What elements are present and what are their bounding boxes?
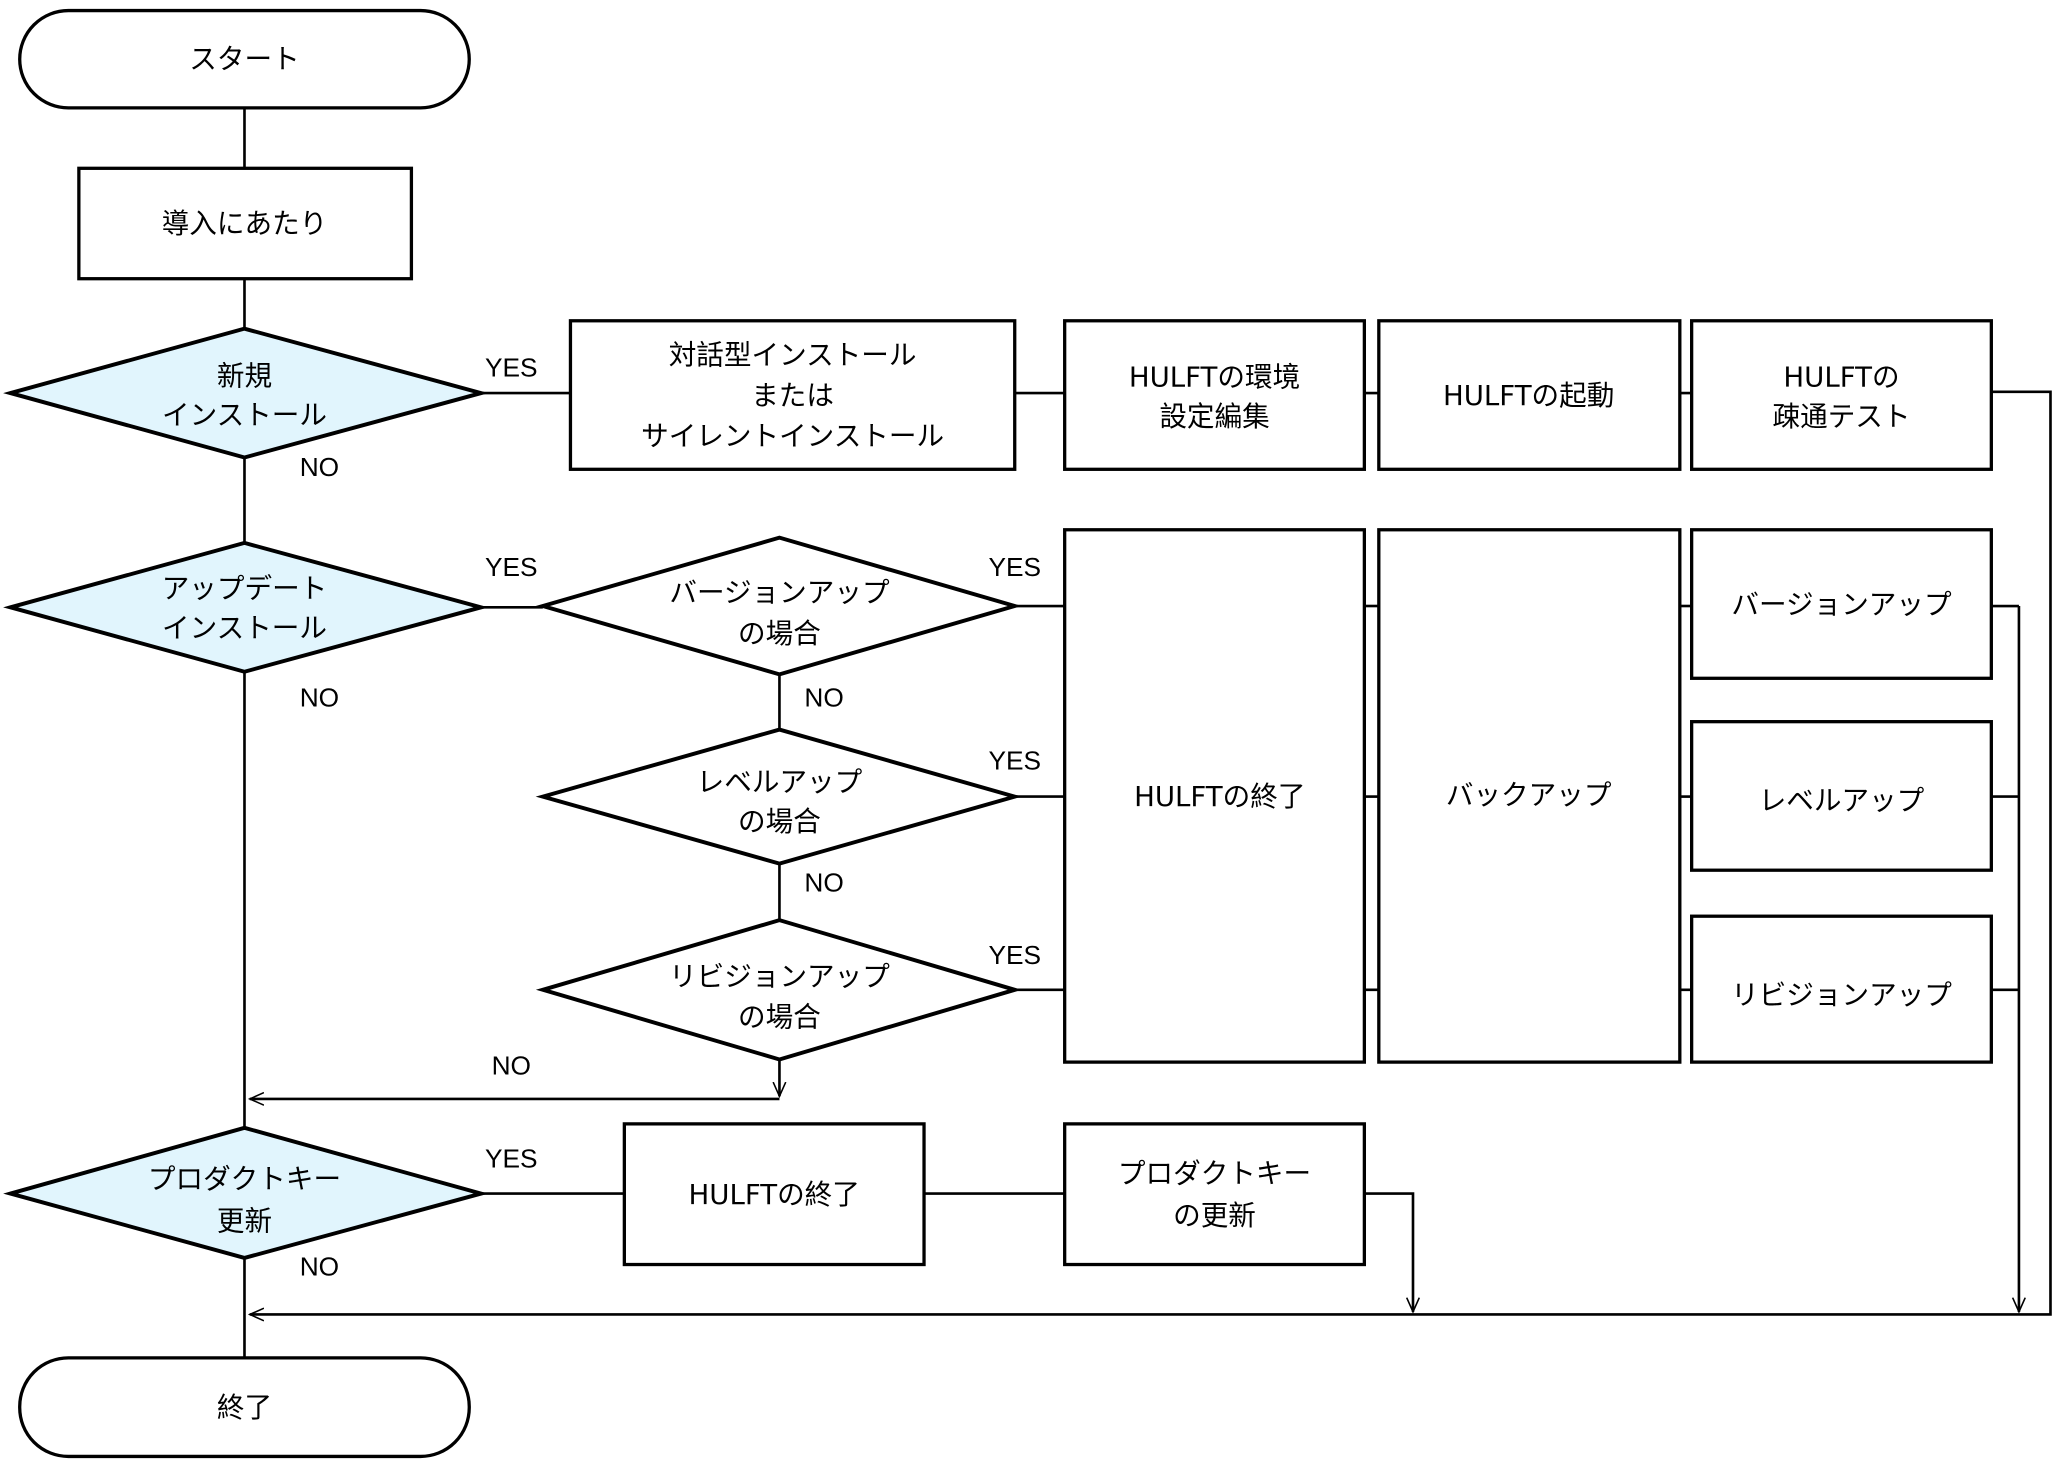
- svg-text:対話型インストール: 対話型インストール: [669, 338, 917, 371]
- yes-label: YES: [485, 1144, 538, 1174]
- svg-text:HULFTの終了: HULFTの終了: [1134, 780, 1305, 813]
- no-label: NO: [804, 682, 843, 712]
- svg-text:更新: 更新: [217, 1204, 272, 1237]
- intro-box: 導入にあたり: [77, 166, 414, 281]
- svg-text:終了: 終了: [217, 1391, 272, 1424]
- svg-text:設定編集: 設定編集: [1159, 400, 1269, 433]
- version-up-decision: バージョンアップ の場合: [535, 535, 1022, 677]
- update-install-decision: アップデート インストール: [3, 540, 489, 674]
- svg-text:プロダクトキー: プロダクトキー: [1118, 1157, 1311, 1190]
- revision-up-decision: リビジョンアップ の場合: [535, 918, 1022, 1062]
- svg-text:HULFTの: HULFTの: [1783, 361, 1899, 394]
- yes-label: YES: [485, 552, 538, 582]
- svg-text:バージョンアップ: バージョンアップ: [1731, 588, 1952, 621]
- svg-text:アップデート: アップデート: [162, 572, 328, 605]
- yes-label: YES: [485, 352, 538, 382]
- svg-text:導入にあたり: 導入にあたり: [162, 207, 328, 240]
- svg-text:HULFTの環境: HULFTの環境: [1129, 361, 1300, 394]
- connectors: [243, 107, 2052, 1358]
- no-label: NO: [804, 868, 843, 898]
- product-key-renew-box: プロダクトキー の更新: [1063, 1122, 1367, 1267]
- svg-text:インストール: インストール: [162, 612, 327, 645]
- svg-text:バックアップ: バックアップ: [1446, 779, 1612, 812]
- no-label: NO: [300, 452, 339, 482]
- revision-up-box: リビジョンアップ: [1690, 914, 1993, 1064]
- connectivity-test-box: HULFTの 疎通テスト: [1690, 319, 1993, 471]
- svg-text:リビジョンアップ: リビジョンアップ: [669, 960, 890, 993]
- svg-text:の更新: の更新: [1173, 1199, 1256, 1232]
- end-terminal: 終了: [18, 1356, 471, 1459]
- svg-text:HULFTの起動: HULFTの起動: [1443, 379, 1614, 412]
- no-label: NO: [300, 682, 339, 712]
- svg-text:の場合: の場合: [738, 805, 821, 838]
- yes-label: YES: [988, 745, 1041, 775]
- svg-text:サイレントインストール: サイレントインストール: [641, 420, 944, 453]
- interactive-install-box: 対話型インストール または サイレントインストール: [568, 319, 1017, 471]
- svg-text:レベルアップ: レベルアップ: [697, 765, 863, 798]
- svg-text:新規: 新規: [217, 359, 272, 392]
- hulft-start-box: HULFTの起動: [1377, 319, 1682, 471]
- backup-box: バックアップ: [1377, 528, 1682, 1064]
- svg-text:疎通テスト: 疎通テスト: [1773, 400, 1911, 433]
- level-up-decision: レベルアップ の場合: [535, 727, 1022, 866]
- level-up-box: レベルアップ: [1690, 720, 1993, 872]
- svg-text:または: または: [751, 379, 834, 412]
- svg-text:バージョンアップ: バージョンアップ: [669, 576, 890, 609]
- svg-text:インストール: インストール: [162, 399, 327, 432]
- svg-text:プロダクトキー: プロダクトキー: [148, 1162, 341, 1195]
- product-key-decision: プロダクトキー 更新: [3, 1125, 489, 1260]
- start-terminal: スタート: [18, 8, 471, 110]
- svg-text:レベルアップ: レベルアップ: [1759, 784, 1925, 817]
- svg-text:スタート: スタート: [189, 43, 299, 76]
- new-install-decision: 新規 インストール: [3, 326, 489, 460]
- svg-text:HULFTの終了: HULFTの終了: [689, 1178, 860, 1211]
- hulft-stop-box: HULFTの終了: [1063, 528, 1367, 1064]
- version-up-box: バージョンアップ: [1690, 528, 1993, 680]
- yes-label: YES: [988, 940, 1041, 970]
- yes-label: YES: [988, 552, 1041, 582]
- svg-text:の場合: の場合: [738, 617, 821, 650]
- no-label: NO: [300, 1251, 339, 1281]
- svg-text:リビジョンアップ: リビジョンアップ: [1731, 978, 1952, 1011]
- svg-text:の場合: の場合: [738, 1001, 821, 1034]
- hulft-stop-box-2: HULFTの終了: [622, 1122, 926, 1267]
- env-config-box: HULFTの環境 設定編集: [1063, 319, 1367, 471]
- no-label: NO: [492, 1050, 531, 1080]
